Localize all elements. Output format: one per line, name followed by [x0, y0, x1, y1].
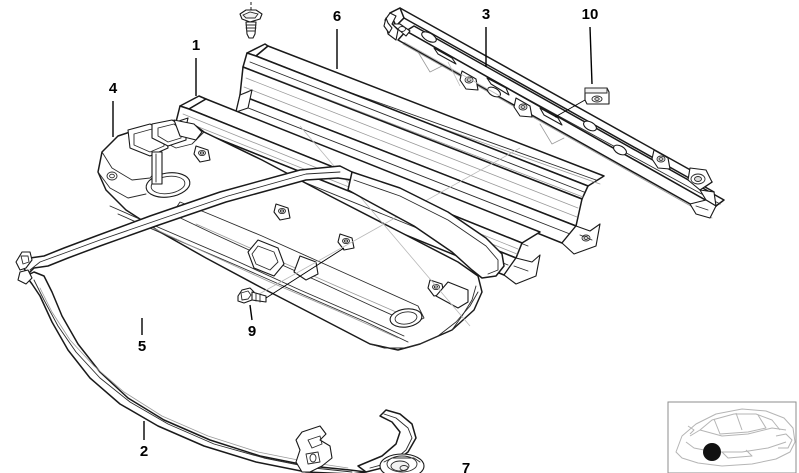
- leader-9: [249, 304, 253, 321]
- callout-label-2: 2: [140, 443, 148, 460]
- callout-label-7: 7: [462, 460, 470, 473]
- part-lower-mounting-bracket: [295, 425, 333, 473]
- part-upper-sealing-strip: [15, 165, 505, 279]
- part-rubber-grommet: [379, 453, 425, 473]
- part-cowl-panel-left-housing: [97, 119, 521, 351]
- callout-leaders: [112, 26, 593, 440]
- part-lower-sealing-strip: [17, 269, 417, 473]
- callout-numbers: 1 4 6 3 10 9 5 2 7: [109, 6, 599, 473]
- inset-border: [667, 401, 797, 473]
- inset-car-outline: [675, 408, 796, 467]
- callout-label-10: 10: [582, 6, 599, 23]
- inset-location-marker: [703, 443, 721, 461]
- part-water-deflector-cover: [235, 43, 605, 255]
- part-retaining-clip-plate: [554, 87, 610, 118]
- part-upper-cowl-crossmember: [383, 7, 725, 219]
- part-hex-bolt: [237, 247, 345, 304]
- callout-label-6: 6: [333, 8, 341, 25]
- callout-label-3: 3: [482, 6, 490, 23]
- leader-10: [589, 26, 593, 85]
- callout-label-9: 9: [248, 323, 256, 340]
- callout-label-4: 4: [109, 80, 118, 97]
- part-top-screw: [239, 0, 263, 39]
- callout-label-1: 1: [192, 37, 200, 54]
- vehicle-location-inset: [667, 401, 797, 473]
- callout-label-5: 5: [138, 338, 146, 355]
